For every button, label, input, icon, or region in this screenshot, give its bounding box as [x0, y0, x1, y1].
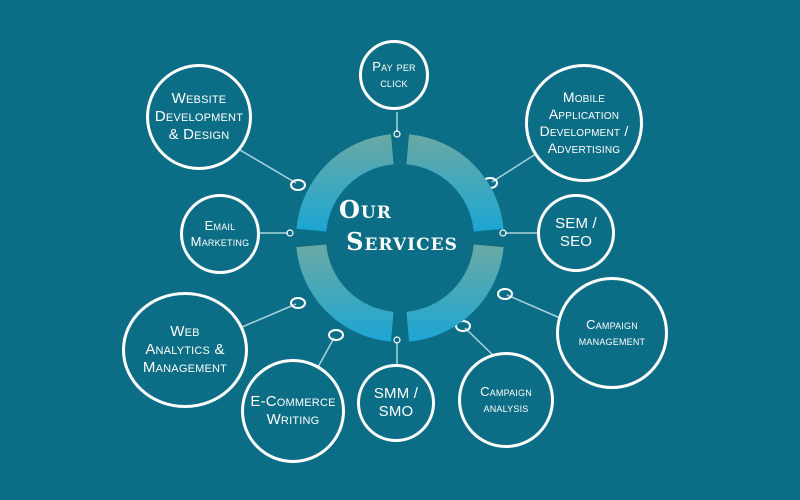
node-label: Email Marketing — [190, 218, 250, 249]
connector-line — [239, 149, 297, 184]
connector-handle — [455, 320, 471, 332]
node-web-analytics-management[interactable]: Web Analytics & Management — [122, 292, 248, 408]
node-campaign-management[interactable]: Campaign management — [556, 277, 668, 389]
node-pay-per-click[interactable]: Pay per click — [359, 40, 429, 110]
connector-handle — [499, 229, 507, 237]
node-e-commerce-writing[interactable]: E-Commerce Writing — [241, 359, 345, 463]
node-campaign-analysis[interactable]: Campaign analysis — [458, 352, 554, 448]
center-title-line2: Services — [346, 227, 458, 256]
node-label: Website Development & Design — [154, 90, 244, 143]
connector-line — [234, 303, 297, 331]
node-label: Campaign management — [578, 317, 646, 348]
node-label: SEM / SEO — [555, 215, 597, 250]
connector-handle — [497, 288, 513, 300]
node-website-development-design[interactable]: Website Development & Design — [146, 64, 252, 170]
connector-handle — [290, 297, 306, 309]
ring-segment — [296, 134, 394, 232]
node-mobile-application-development-advertising[interactable]: Mobile Application Development / Adverti… — [525, 64, 643, 182]
node-label: Mobile Application Development / Adverti… — [539, 89, 629, 156]
connector-handle — [290, 179, 306, 191]
ring-segment — [406, 244, 504, 342]
connector-handle — [328, 329, 344, 341]
node-label: SMM / SMO — [373, 385, 419, 420]
connector-handle — [286, 229, 294, 237]
connector-line — [506, 294, 561, 319]
center-title-line1: Our — [339, 195, 392, 224]
connector-handle — [393, 336, 401, 344]
center-title: Our Services — [327, 196, 477, 260]
connector-lines — [234, 112, 561, 379]
node-label: Web Analytics & Management — [142, 323, 228, 376]
node-label: Pay per click — [372, 59, 416, 90]
node-smm-smo[interactable]: SMM / SMO — [357, 364, 435, 442]
node-email-marketing[interactable]: Email Marketing — [180, 194, 260, 274]
node-sem-seo[interactable]: SEM / SEO — [537, 194, 615, 272]
node-label: E-Commerce Writing — [250, 393, 336, 428]
ring-segment — [296, 244, 394, 342]
node-label: Campaign analysis — [480, 384, 532, 415]
connector-handle — [393, 130, 401, 138]
ring-segment — [406, 134, 504, 232]
center-ring — [296, 134, 504, 342]
